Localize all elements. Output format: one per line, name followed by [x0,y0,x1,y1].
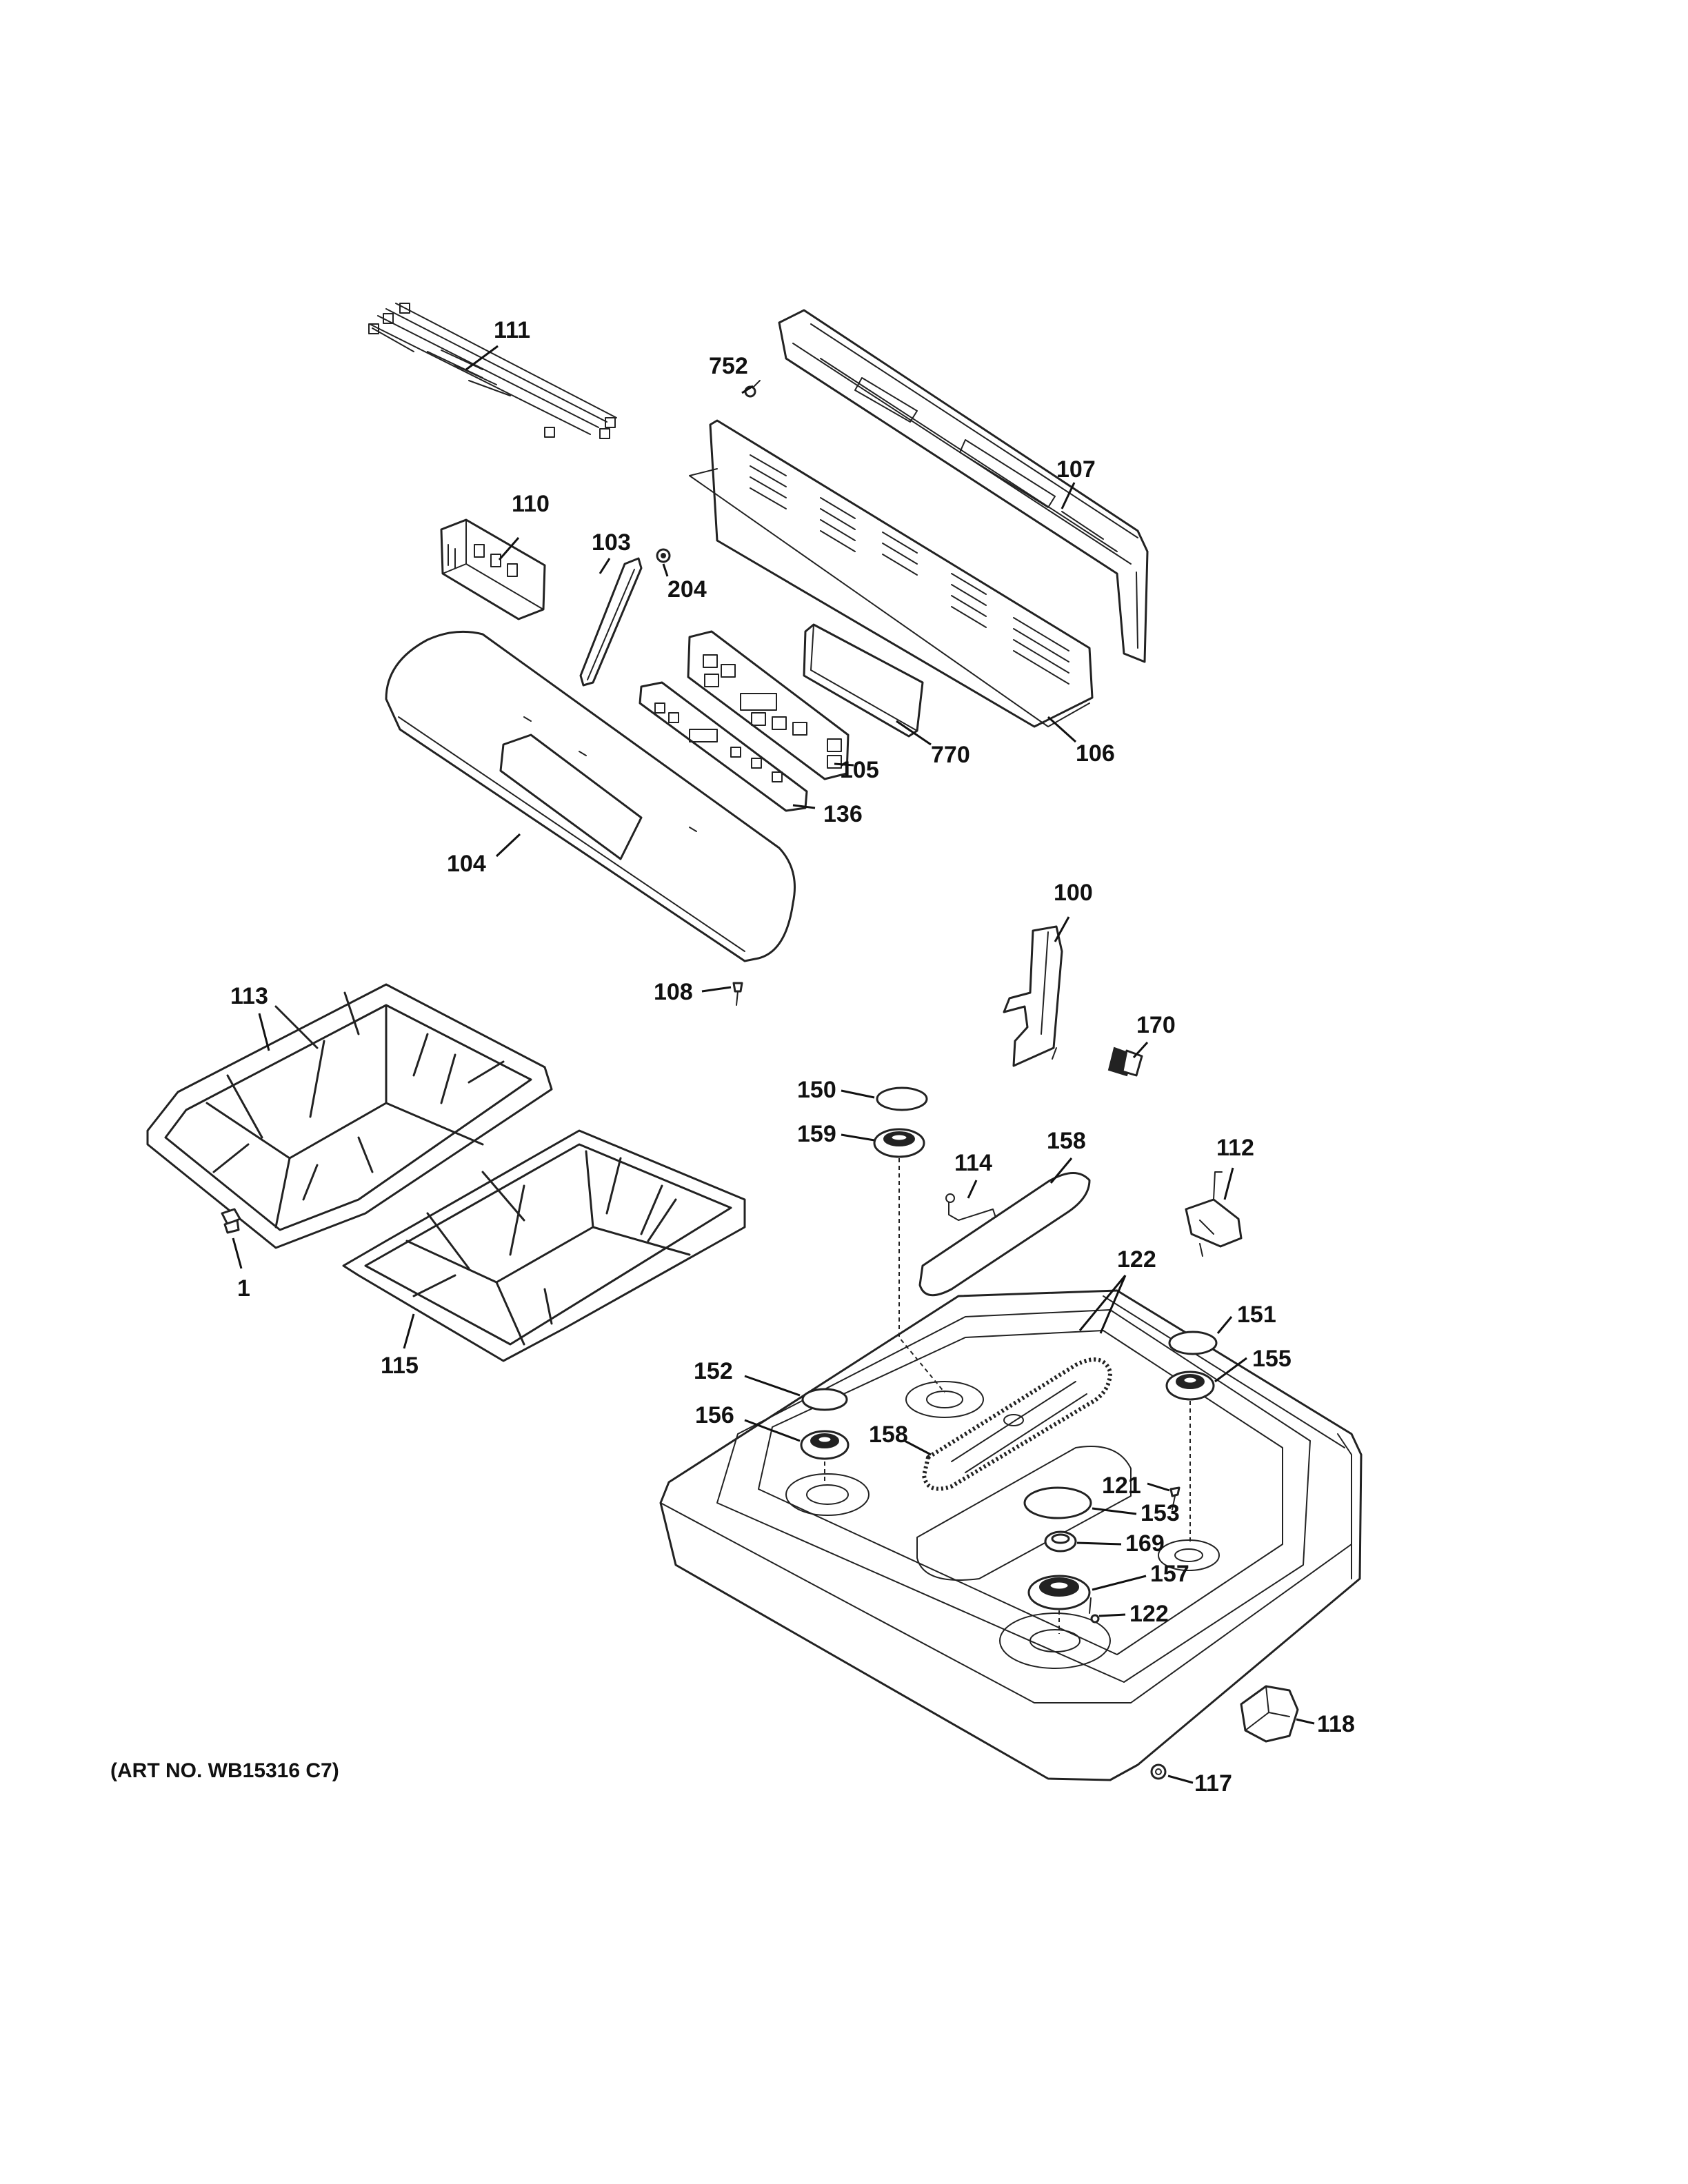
callout-157: 157 [1150,1561,1189,1587]
callout-labels: 111 752 107 110 103 204 770 106 105 136 … [230,317,1355,1797]
callout-114: 114 [954,1150,992,1176]
callout-122-upper: 122 [1117,1246,1156,1273]
callout-156: 156 [695,1402,734,1428]
art-number-caption: (ART NO. WB15316 C7) [110,1759,339,1782]
callout-136: 136 [823,801,863,827]
callout-151: 151 [1237,1302,1276,1328]
callout-106: 106 [1076,740,1115,767]
callout-121: 121 [1102,1473,1141,1499]
callout-111: 111 [494,317,530,343]
callout-108: 108 [654,979,693,1005]
part-114-clip [945,1193,996,1221]
part-112-switch [1185,1171,1243,1257]
part-117-nut [1150,1763,1167,1780]
callout-104: 104 [447,851,486,877]
callout-158-cover: 158 [1047,1128,1086,1154]
callout-112: 112 [1216,1135,1254,1161]
part-104-control-panel [385,630,796,962]
part-111-wire-harness [368,303,617,439]
part-113-left-grate [146,983,553,1249]
callout-155: 155 [1252,1346,1292,1372]
part-122-screws-lower [1089,1597,1100,1624]
part-151-burner-cap [1168,1331,1218,1355]
callout-170: 170 [1136,1012,1176,1038]
part-108-screw [732,982,743,1006]
callout-752: 752 [709,353,748,379]
part-105-control-board [687,630,850,780]
part-121-screw [1169,1486,1180,1510]
callout-204: 204 [667,576,707,603]
part-204-screw [656,548,671,563]
callout-159: 159 [797,1121,836,1147]
callout-117: 117 [1194,1770,1232,1797]
part-170-screw [1107,1046,1143,1077]
callout-770: 770 [931,742,970,768]
callout-110: 110 [512,491,550,517]
part-107-rear-panel [778,309,1149,663]
callout-169: 169 [1125,1530,1165,1557]
callout-105: 105 [840,757,879,783]
part-155-burner-head [1165,1371,1215,1401]
part-118-bracket [1240,1685,1299,1743]
callout-113: 113 [230,983,268,1009]
part-1-bumper [221,1208,241,1234]
part-106-middle-panel [689,419,1094,728]
part-158-grill-cover [918,1172,1091,1297]
part-150-burner-cap [876,1086,928,1111]
callout-107: 107 [1056,456,1096,483]
callout-115: 115 [381,1353,419,1379]
part-100-side-bracket [1003,925,1063,1067]
part-169-burner-insert [1044,1530,1077,1553]
callout-150: 150 [797,1077,836,1103]
callout-100: 100 [1054,880,1093,906]
part-103-bracket [579,557,643,687]
part-153-burner-cap [1023,1486,1092,1519]
part-158-griddle [922,1357,1112,1491]
assembly-guide-lines [824,1158,1191,1634]
part-152-burner-cap [801,1388,848,1411]
callout-158-griddle: 158 [869,1422,908,1448]
callout-122-lower: 122 [1129,1601,1169,1627]
cooktop-main-top [659,1289,1363,1781]
part-156-burner-head [800,1430,850,1460]
leader-lines [232,345,1315,1784]
callout-1: 1 [237,1275,250,1302]
part-136-membrane-overlay [639,681,808,812]
callout-152: 152 [694,1358,733,1384]
callout-153: 153 [1141,1500,1180,1526]
callout-118: 118 [1317,1711,1355,1737]
part-110-control-module [440,518,546,620]
part-770-bracket [803,623,924,738]
part-157-burner-head [1027,1575,1091,1610]
part-159-burner-head [873,1128,925,1158]
callout-103: 103 [592,529,631,556]
part-115-right-grate [342,1129,746,1362]
